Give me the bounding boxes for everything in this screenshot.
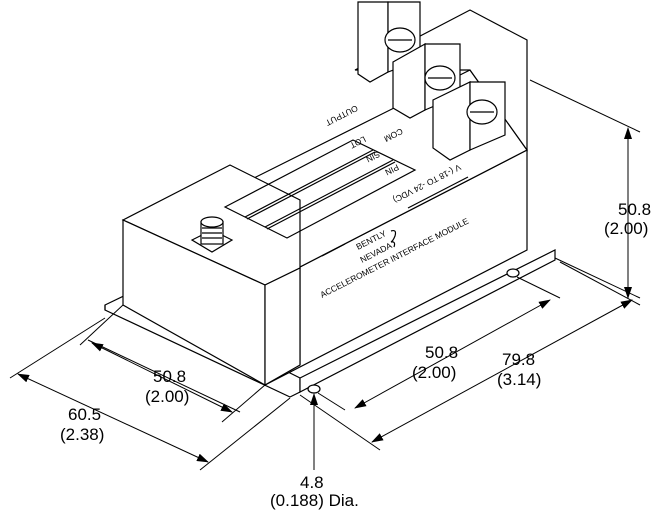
dimension-height: 50.8 (2.00) xyxy=(529,79,651,299)
bently-nevada-logo-icon xyxy=(390,229,397,248)
hole-spacing-in: (2.00) xyxy=(412,363,456,382)
mounting-hole-rear xyxy=(506,268,520,278)
width-inner-mm: 50.8 xyxy=(153,367,186,386)
hole-dia-mm: 4.8 xyxy=(300,473,324,492)
bnc-connector-icon xyxy=(190,216,234,253)
terminal-block xyxy=(354,1,528,161)
width-outer-mm: 60.5 xyxy=(68,405,101,424)
hole-spacing-mm: 50.8 xyxy=(425,343,458,362)
length-in: (3.14) xyxy=(497,370,541,389)
dimension-width-outer: 60.5 (2.38) xyxy=(9,317,291,471)
dimension-hole-diameter: 4.8 (0.188) Dia. xyxy=(270,393,359,510)
terminal-3 xyxy=(432,81,506,161)
height-in: (2.00) xyxy=(604,219,648,238)
height-mm: 50.8 xyxy=(618,200,651,219)
width-inner-in: (2.00) xyxy=(145,387,189,406)
width-outer-in: (2.38) xyxy=(60,425,104,444)
hole-dia-in: (0.188) Dia. xyxy=(270,491,359,510)
output-label: OUTPUT xyxy=(324,103,360,128)
length-mm: 79.8 xyxy=(502,350,535,369)
mounting-hole-front xyxy=(307,384,321,394)
